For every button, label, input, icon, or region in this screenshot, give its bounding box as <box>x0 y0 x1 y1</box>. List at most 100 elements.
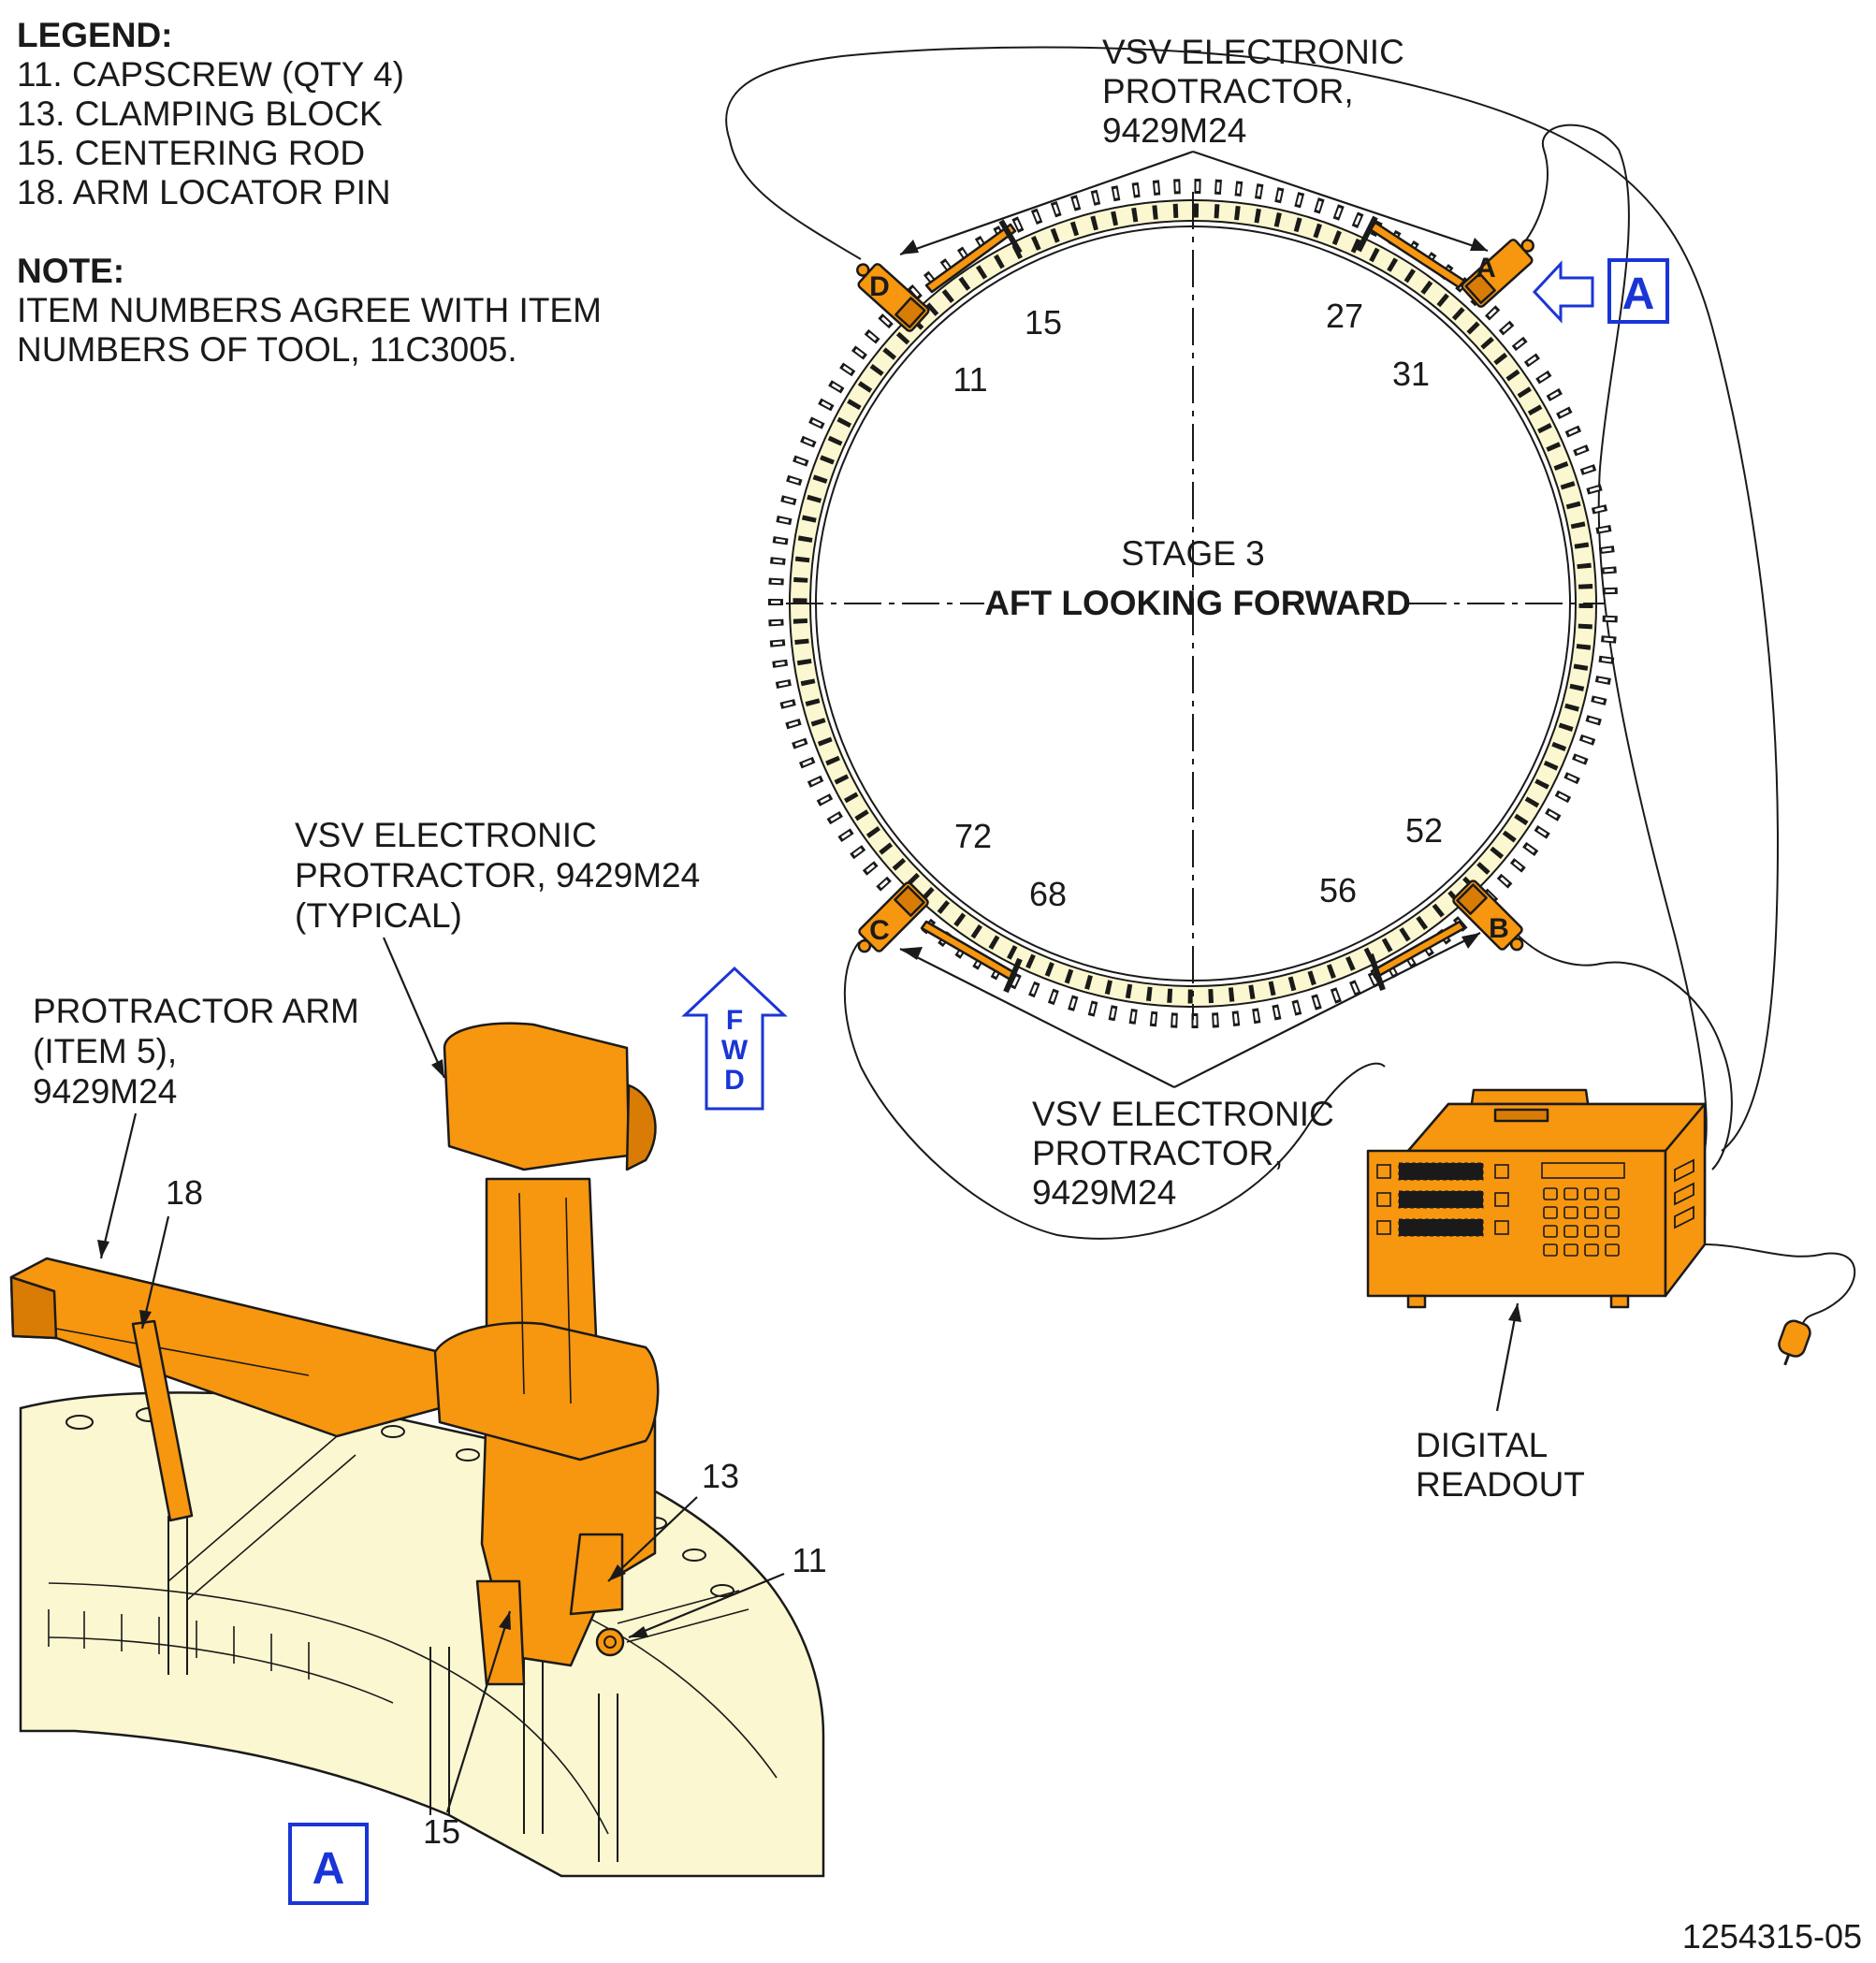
legend-title: LEGEND: <box>17 16 173 54</box>
fwd-letter-d: D <box>724 1065 745 1096</box>
protractor-arm-end <box>9 1275 58 1340</box>
view-letter: A <box>1622 269 1655 319</box>
note-line-2: NUMBERS OF TOOL, 11C3005. <box>17 330 517 369</box>
legend-item-15: 15. CENTERING ROD <box>17 134 365 172</box>
sensor-probe <box>1778 1319 1811 1366</box>
protractor-letter-b: B <box>1489 913 1509 944</box>
view-box <box>1607 258 1669 324</box>
readout-keypad <box>1541 1162 1625 1257</box>
protractor-a <box>1461 239 1534 308</box>
bottom-callout-line-3: 9429M24 <box>1032 1173 1176 1212</box>
detail-view-a: VSV ELECTRONIC PROTRACTOR, 9429M24 (TYPI… <box>9 816 827 1905</box>
legend: LEGEND: 11. CAPSCREW (QTY 4) 13. CLAMPIN… <box>17 16 404 211</box>
vane-number-68: 68 <box>1029 875 1067 913</box>
vane-stems <box>167 1516 618 1862</box>
top-leader-a <box>1192 150 1489 253</box>
protractor-b <box>1452 880 1524 952</box>
arm-locator-pin <box>131 1319 194 1522</box>
readout-top-plate <box>1493 1108 1549 1123</box>
item-18-leader <box>140 1215 170 1330</box>
case-groove-1 <box>48 1582 609 1835</box>
detail-view-letter: A <box>313 1844 345 1894</box>
stage-label: STAGE 3 <box>1121 534 1265 573</box>
bottom-callout-line-1: VSV ELECTRONIC <box>1032 1095 1334 1133</box>
readout-label-line-2: READOUT <box>1416 1465 1585 1504</box>
note: NOTE: ITEM NUMBERS AGREE WITH ITEM NUMBE… <box>17 252 602 369</box>
arrowhead-a <box>1470 238 1488 251</box>
lever-arm <box>167 1435 356 1601</box>
arm-d <box>924 223 1017 294</box>
detail-protractor-leader <box>382 937 446 1079</box>
top-leader-d <box>899 150 1194 256</box>
item-15: 15 <box>423 1812 460 1851</box>
item-13: 13 <box>702 1457 739 1495</box>
cable-sensor <box>1702 1243 1856 1330</box>
legend-item-11: 11. CAPSCREW (QTY 4) <box>17 55 404 94</box>
protractor-body <box>443 1022 631 1171</box>
cable-b <box>1513 930 1733 1171</box>
figure-id: 1254315-05 <box>1682 1917 1862 1956</box>
arm-edge <box>55 1328 310 1376</box>
item-18: 18 <box>166 1173 203 1212</box>
cable-a <box>1524 124 1708 1161</box>
vane-number-15: 15 <box>1025 303 1062 342</box>
item-11-leader <box>628 1572 785 1639</box>
detail-protractor-callout-1: VSV ELECTRONIC <box>295 816 597 854</box>
protractor-c <box>857 881 929 953</box>
top-callout-line-2: PROTRACTOR, <box>1102 72 1354 110</box>
stage3-ring-view: STAGE 3 AFT LOOKING FORWARD <box>725 33 1856 1330</box>
protractor-letter-a: A <box>1476 253 1496 284</box>
fwd-letter-w: W <box>721 1035 749 1066</box>
detail-protractor-callout-2: PROTRACTOR, 9429M24 <box>295 856 700 894</box>
protractor-d <box>856 263 930 332</box>
cable-d <box>725 46 1780 1152</box>
fwd-arrow-icon: F W D <box>681 966 788 1111</box>
protractor-letter-c: C <box>869 915 890 946</box>
protractor-letter-d: D <box>869 271 890 302</box>
vane-number-11: 11 <box>953 360 987 399</box>
arm-b <box>1370 920 1466 980</box>
protractor-housing <box>433 1321 660 1461</box>
arrowhead-c <box>900 947 923 960</box>
bottom-leader-c <box>899 948 1175 1088</box>
top-callout-line-3: 9429M24 <box>1102 111 1246 150</box>
legend-item-18: 18. ARM LOCATOR PIN <box>17 173 391 211</box>
protractor-arms <box>920 215 1466 994</box>
detail-view-box <box>288 1823 369 1905</box>
protractor-body-side <box>625 1083 657 1171</box>
view-a-marker-detail: A <box>288 1823 369 1905</box>
detail-protractor-callout-3: (TYPICAL) <box>295 896 462 935</box>
vane-bolts <box>768 179 1618 1028</box>
vane-number-52: 52 <box>1405 811 1443 850</box>
readout-top <box>1406 1102 1707 1153</box>
capscrew <box>595 1627 625 1657</box>
arm-leader <box>99 1112 138 1259</box>
item-11: 11 <box>792 1541 826 1579</box>
note-line-1: ITEM NUMBERS AGREE WITH ITEM <box>17 291 602 329</box>
readout-side-connectors <box>1674 1158 1694 1229</box>
arm-callout-2: (ITEM 5), <box>33 1032 177 1070</box>
legend-item-13: 13. CLAMPING BLOCK <box>17 95 383 133</box>
stem-edges <box>518 1192 572 1404</box>
arm-callout-1: PROTRACTOR ARM <box>33 992 359 1030</box>
readout-label-line-1: DIGITAL <box>1416 1426 1548 1464</box>
vane-number-72: 72 <box>954 817 992 855</box>
case-groove-2 <box>48 1636 394 1704</box>
vane-number-27: 27 <box>1326 297 1363 335</box>
arm-callout-3: 9429M24 <box>33 1072 177 1111</box>
bottom-callout-line-2: PROTRACTOR, <box>1032 1134 1284 1172</box>
readout-arrowhead <box>1508 1303 1521 1322</box>
digital-readout: DIGITAL READOUT <box>1366 1088 1811 1504</box>
readout-leader <box>1495 1302 1520 1412</box>
arrowhead-d <box>900 240 919 254</box>
case-slots <box>48 1609 310 1679</box>
item-13-leader <box>607 1496 698 1582</box>
clamping-block <box>569 1533 624 1616</box>
item-15-leader <box>445 1610 512 1813</box>
note-title: NOTE: <box>17 252 124 290</box>
arrowhead-b <box>1462 933 1480 949</box>
view-arrow-icon <box>1532 260 1594 324</box>
orientation-label: AFT LOOKING FORWARD <box>984 584 1411 622</box>
vane-number-56: 56 <box>1319 871 1357 909</box>
